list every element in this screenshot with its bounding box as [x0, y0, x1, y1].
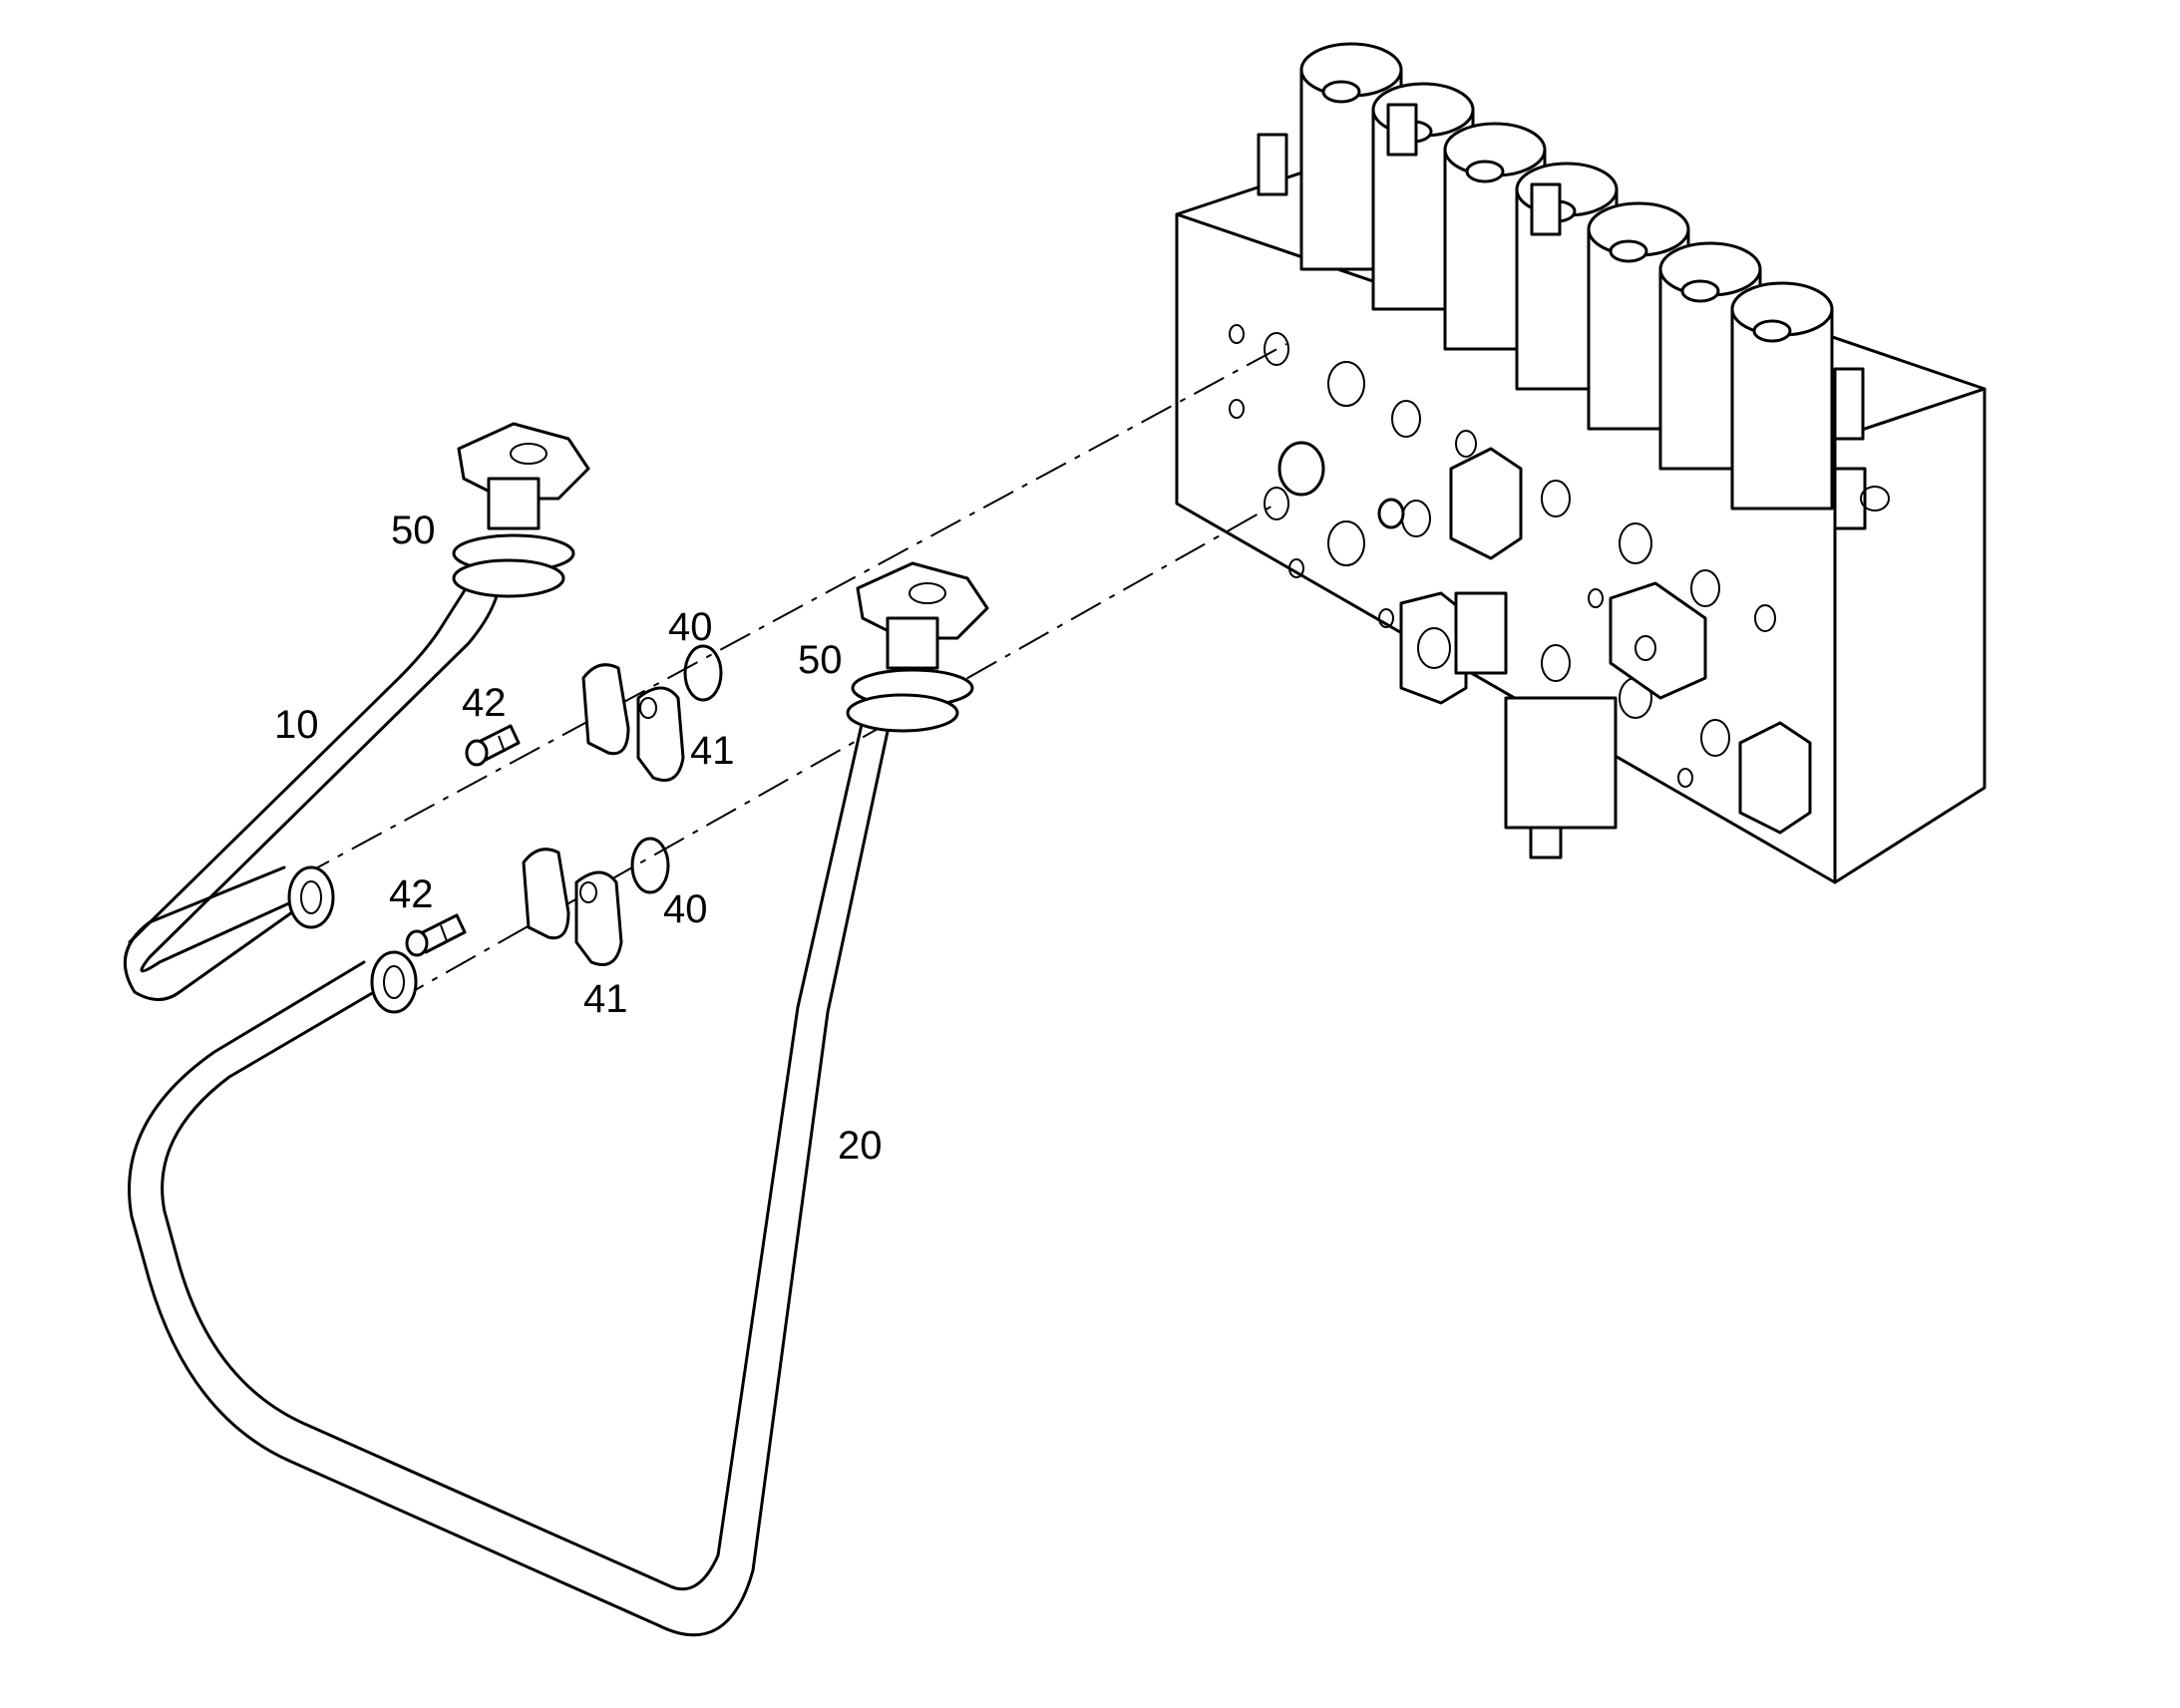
callout-40-top: 40	[668, 605, 713, 649]
callout-10: 10	[274, 703, 319, 747]
control-valve-block	[1175, 42, 1987, 884]
assembly-center-lines	[298, 343, 1287, 1003]
flange-fitting-middle	[846, 561, 989, 733]
callout-labels: 10 20 50 50 40 40 41 41 42 42	[274, 509, 883, 1168]
port-holes	[1229, 324, 1890, 859]
callout-41-top: 41	[690, 729, 735, 773]
callout-42-top: 42	[462, 681, 507, 725]
solenoid-stack	[1257, 42, 1867, 530]
callout-40-bottom: 40	[663, 887, 708, 931]
flange-fitting-top-left	[452, 422, 590, 598]
o-ring-lower	[630, 837, 670, 894]
split-flange-lower	[522, 848, 623, 966]
callout-41-bottom: 41	[583, 977, 628, 1021]
pipe-20	[128, 696, 895, 1637]
cap-screw-upper	[465, 724, 521, 767]
split-flange-upper	[581, 663, 685, 782]
callout-20: 20	[838, 1124, 883, 1168]
cap-screw-lower	[405, 913, 467, 957]
o-ring-upper	[683, 644, 723, 702]
pipe-10	[123, 556, 506, 1001]
callout-50-middle: 50	[798, 638, 843, 682]
callout-50-top: 50	[391, 509, 436, 552]
callout-42-bottom: 42	[389, 872, 434, 916]
